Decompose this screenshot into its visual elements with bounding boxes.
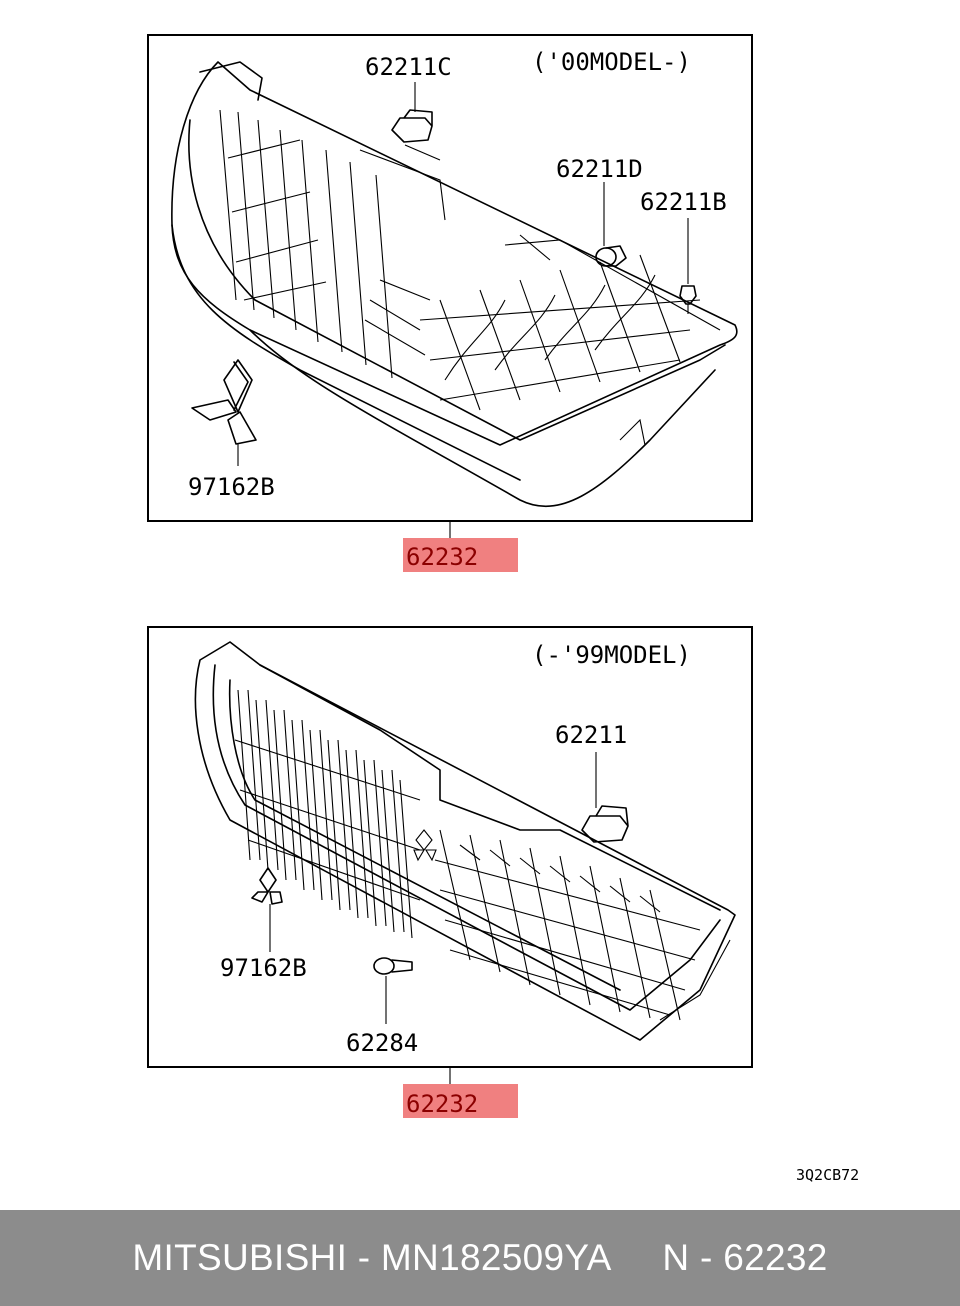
callout-62284: 62284 xyxy=(346,1029,418,1057)
assembly-part-number[interactable]: 62232 xyxy=(406,1090,478,1118)
emblem-97162b xyxy=(251,867,283,952)
clip-62211 xyxy=(581,752,629,843)
callout-62211: 62211 xyxy=(555,721,627,749)
footer-bar: MITSUBISHI - MN182509YA N - 62232 xyxy=(0,1210,960,1306)
assembly-part-highlight xyxy=(403,538,518,572)
footer-part-info: MITSUBISHI - MN182509YA N - 62232 xyxy=(132,1237,828,1278)
callout-62211b: 62211B xyxy=(640,188,727,216)
parts-diagram: ('00MODEL-) 62211C xyxy=(147,34,859,1184)
panel-2000-model: ('00MODEL-) 62211C xyxy=(147,34,753,572)
assembly-part-highlight xyxy=(403,1084,518,1118)
bolt-62284 xyxy=(373,957,413,1024)
panel-frame xyxy=(147,34,753,522)
clip-62211c xyxy=(391,82,433,143)
callout-62211d: 62211D xyxy=(556,155,643,183)
panel-1999-model: (-'99MODEL) 62211 xyxy=(147,626,753,1118)
grille-drawing xyxy=(171,61,738,508)
assembly-part-number[interactable]: 62232 xyxy=(406,543,478,571)
diagram-code: 3Q2CB72 xyxy=(796,1166,859,1184)
grommet-62211d xyxy=(595,182,627,267)
screw-62211b xyxy=(679,218,697,314)
callout-97162b: 97162B xyxy=(220,954,307,982)
model-label: (-'99MODEL) xyxy=(532,641,691,669)
model-label: ('00MODEL-) xyxy=(532,48,691,76)
grille-drawing xyxy=(194,641,736,1041)
callout-62211c: 62211C xyxy=(365,53,452,81)
emblem-97162b xyxy=(191,359,257,466)
callout-97162b: 97162B xyxy=(188,473,275,501)
